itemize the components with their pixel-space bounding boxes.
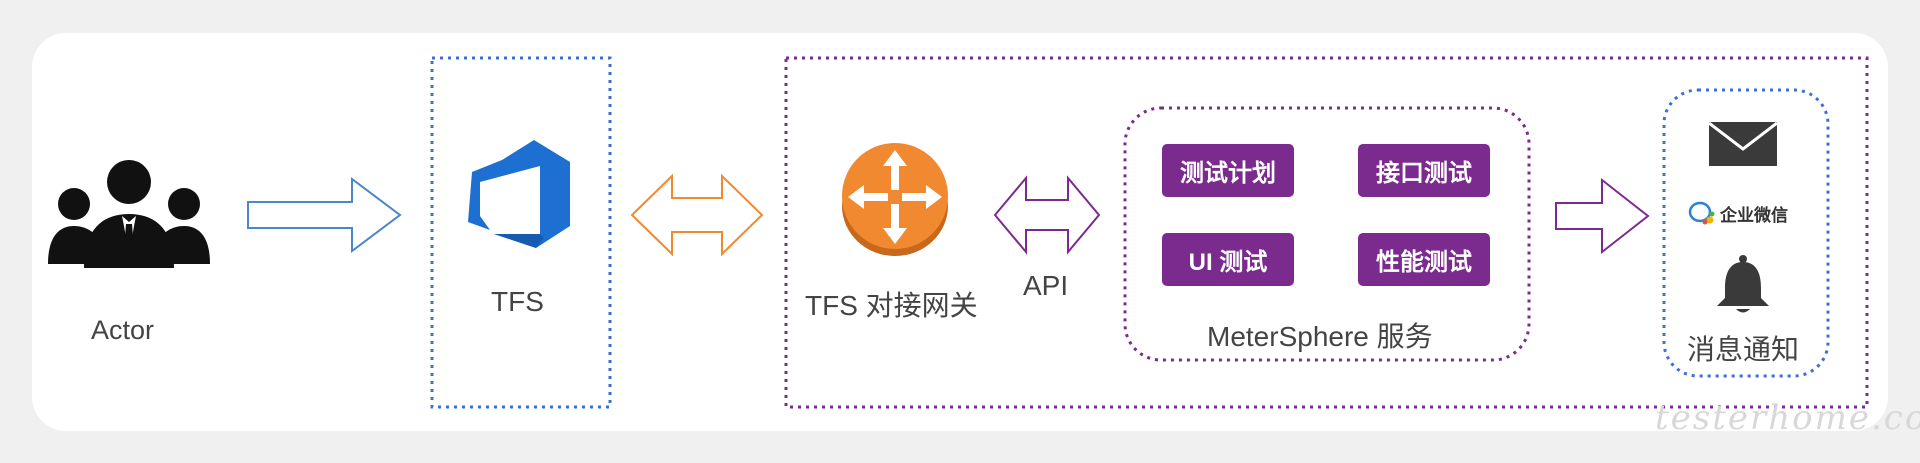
wecom-label: 企业微信 <box>1720 205 1788 225</box>
module-ui-test: UI 测试 <box>1162 233 1294 286</box>
actor-label: Actor <box>91 315 155 345</box>
gateway-group-border <box>784 56 1869 409</box>
notify-label: 消息通知 <box>1687 334 1800 365</box>
arrow-right-purple-icon <box>1555 177 1650 255</box>
double-arrow-icon <box>630 173 764 257</box>
arrow-right-icon <box>247 177 402 253</box>
api-double-arrow-icon <box>993 175 1101 255</box>
router-icon <box>842 143 948 256</box>
users-icon <box>48 160 210 268</box>
diagram-card <box>32 33 1888 431</box>
module-api-test: 接口测试 <box>1358 144 1490 197</box>
tfs-label: TFS <box>491 286 544 317</box>
module-performance-test: 性能测试 <box>1358 233 1490 286</box>
bell-icon <box>1717 255 1769 313</box>
gateway-label: TFS 对接网关 <box>805 290 978 321</box>
wecom-icon <box>1688 201 1715 225</box>
tfs-group-border <box>430 56 612 409</box>
module-test-plan: 测试计划 <box>1162 144 1294 197</box>
metersphere-label: MeterSphere 服务 <box>1207 321 1433 352</box>
watermark: testerhome.com <box>1655 398 1920 438</box>
wecom-badge: 企业微信 <box>1688 198 1808 228</box>
notify-group-border <box>1662 88 1830 378</box>
api-label: API <box>1023 270 1069 301</box>
azure-devops-icon <box>468 140 570 248</box>
mail-icon <box>1708 121 1778 166</box>
